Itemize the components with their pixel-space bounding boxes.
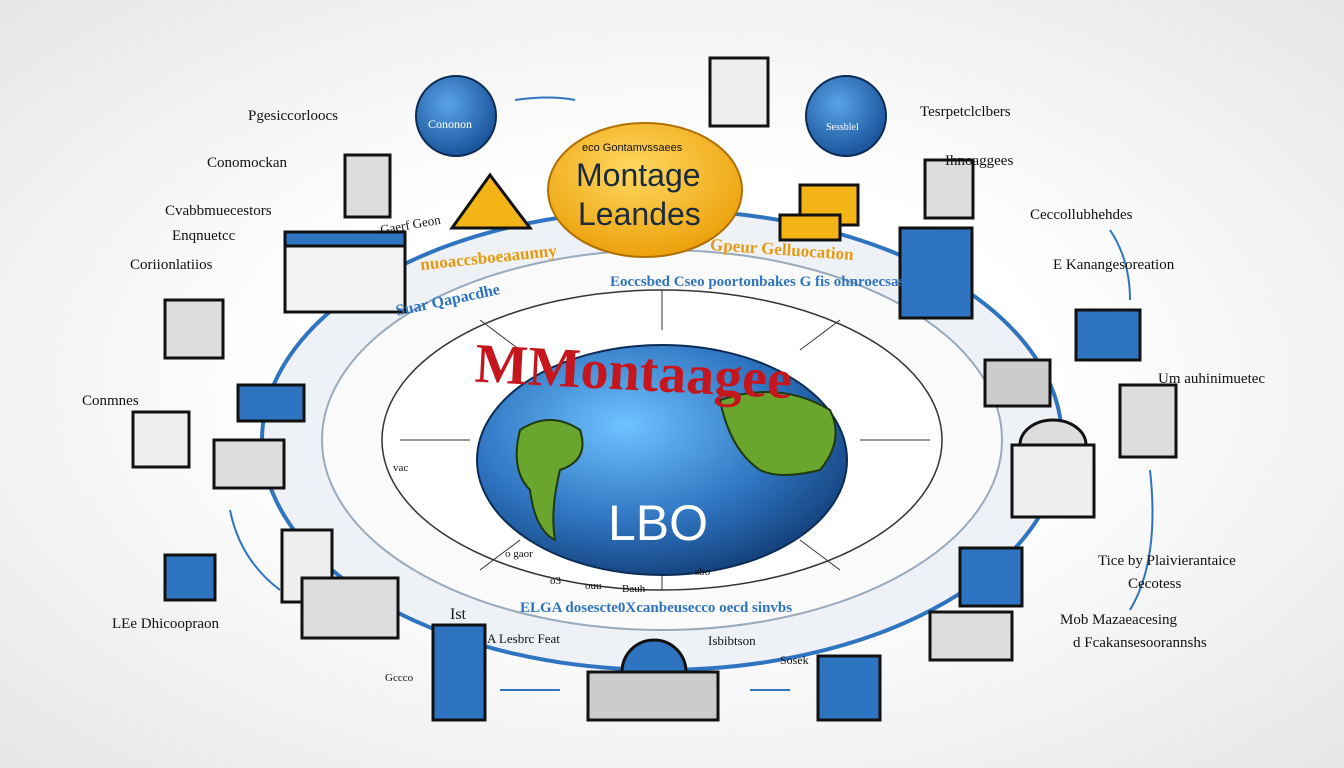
- label-left: Conomockan: [207, 155, 287, 171]
- building-icon: [163, 553, 217, 602]
- building-icon: [923, 158, 975, 220]
- badge-title-line1: Montage: [576, 157, 701, 193]
- label-bottom: Gccco: [385, 672, 414, 684]
- right-blue-circle: [805, 75, 887, 157]
- building-icon: [300, 576, 400, 640]
- building-icon: [212, 438, 286, 490]
- label-right: Um auhinimuetec: [1158, 371, 1266, 387]
- ring-cell: Bauh: [622, 583, 646, 595]
- building-icon: [343, 153, 392, 219]
- building-icon: [898, 226, 974, 320]
- building-icon: [586, 670, 720, 722]
- warning-sign-icon: [449, 172, 534, 230]
- building-icon: [928, 610, 1014, 662]
- dome-icon: [1018, 418, 1088, 447]
- badge-small-text: eco Gontamvssaees: [582, 142, 683, 154]
- building-icons: [131, 56, 1178, 722]
- building-icon: [816, 654, 882, 722]
- building-icon: [163, 298, 225, 360]
- connector-arrows: [229, 96, 1154, 691]
- ring-text: ELGA dosescte0Xcanbeusecco oecd sinvbs: [520, 600, 793, 616]
- label-left: LEe Dhicoopraon: [112, 616, 220, 632]
- label-bottom: A Lesbrc Feat: [487, 631, 560, 646]
- dome-icon: [620, 638, 688, 674]
- continent-americas: [515, 419, 584, 542]
- building-icon: [431, 623, 487, 722]
- ring-cell: sbo: [695, 566, 711, 578]
- left-blue-circle: [415, 75, 497, 157]
- building-icon: [708, 56, 770, 128]
- label-left: Cvabbmuecestors: [165, 203, 272, 219]
- title-badge: [547, 122, 743, 258]
- ring-cell: vac: [393, 462, 409, 474]
- label-bottom: Ist: [450, 606, 466, 623]
- label-left: Enqnuetcc: [172, 228, 236, 244]
- building-icon: [1118, 383, 1178, 459]
- right-circle-text: Sessblel: [826, 122, 859, 133]
- building-icon: [283, 230, 407, 248]
- ring-cell: o gaor: [505, 548, 533, 560]
- label-right: Ihnoaggees: [945, 153, 1014, 169]
- building-icon: [131, 410, 191, 469]
- building-icon: [958, 546, 1024, 608]
- building-icon: [1074, 308, 1142, 362]
- label-left: Pgesiccorloocs: [248, 108, 338, 124]
- label-right: d Fcakansesoorannshs: [1073, 635, 1207, 651]
- label-right: Ceccollubhehdes: [1030, 207, 1133, 223]
- label-right: E Kanangesoreation: [1053, 257, 1175, 273]
- continent-africa: [718, 391, 837, 476]
- label-bottom: Sosek: [780, 653, 809, 667]
- badge-title-line2: Leandes: [578, 196, 701, 232]
- label-bottom: Isbibtson: [708, 633, 756, 648]
- ring-cell: ouu: [585, 580, 602, 592]
- building-icon: [236, 383, 306, 423]
- left-circle-text: Cononon: [428, 117, 473, 131]
- label-left: Coriionlatiios: [130, 257, 213, 273]
- label-right: Tice by Plaivierantaice: [1098, 553, 1236, 569]
- truck-icon: [778, 183, 860, 242]
- building-icon: [983, 358, 1052, 408]
- ring-text: Eoccsbed Cseo poortonbakes G fis ohnroec…: [610, 274, 925, 290]
- label-left: Conmnes: [82, 393, 139, 409]
- ring-dividers: [400, 290, 930, 590]
- globe-label: LBO: [608, 495, 709, 551]
- ring-cell: o3: [550, 575, 561, 587]
- label-right: Cecotess: [1128, 576, 1182, 592]
- building-icon: [1010, 443, 1096, 519]
- label-right: Tesrpetclclbers: [920, 104, 1011, 120]
- label-right: Mob Mazaeacesing: [1060, 612, 1178, 628]
